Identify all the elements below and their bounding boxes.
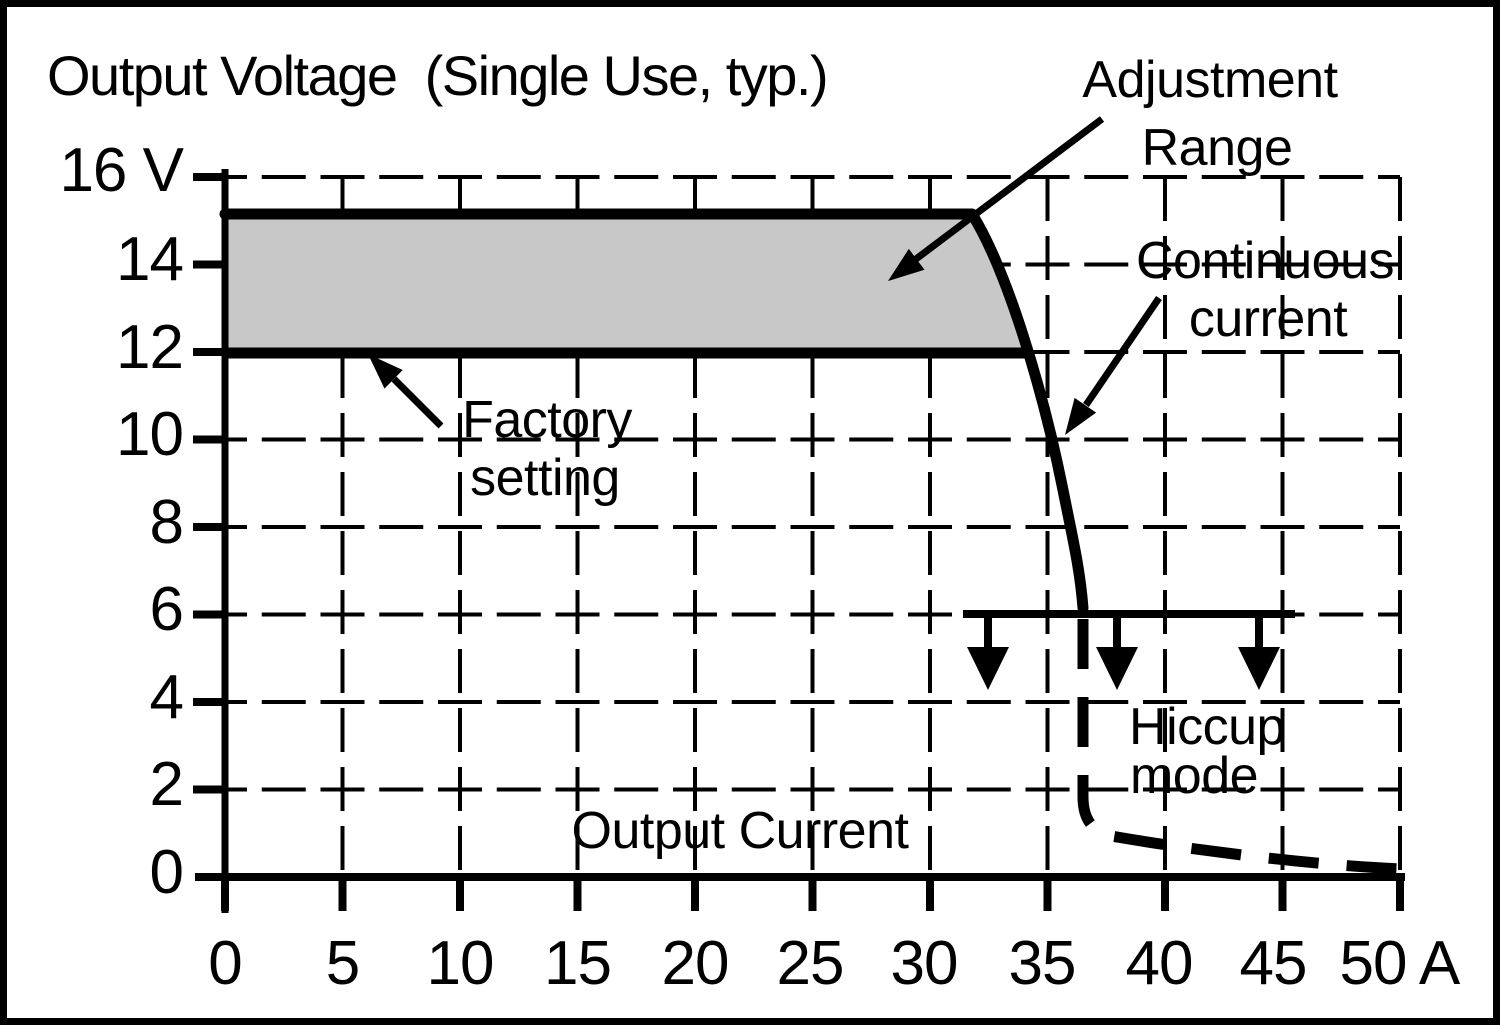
- x-tick-label: 10: [427, 929, 494, 998]
- y-axis-ticks: [193, 173, 226, 794]
- hiccup-dashed-curve: [1077, 619, 1404, 875]
- adjustment-range-arrow-head: [888, 248, 925, 281]
- hiccup-down-arrow: [1113, 614, 1121, 650]
- y-tick-label: 4: [150, 663, 183, 732]
- hiccup-down-arrow-head: [1238, 647, 1280, 690]
- annotation-factory-setting-line1: Factory: [462, 391, 632, 449]
- x-axis-unit-label: A: [1419, 929, 1461, 998]
- y-tick-label: 16 V: [59, 136, 184, 205]
- x-tick-label: 25: [777, 929, 844, 998]
- x-tick-label: 40: [1126, 929, 1193, 998]
- hiccup-down-arrow: [984, 614, 992, 650]
- adjustment-band: [225, 218, 1027, 350]
- continuous-current-arrow: [1083, 296, 1162, 407]
- hiccup-down-arrows: [967, 614, 1280, 690]
- y-axis-labels: 16 V 14 12 10 8 6 4 2 0: [59, 136, 185, 907]
- y-tick-label: 8: [150, 488, 183, 557]
- x-tick-label: 0: [208, 929, 241, 998]
- hiccup-down-arrow-head: [1096, 647, 1138, 690]
- chart-title: Output Voltage (Single Use, typ.): [47, 44, 827, 107]
- annotation-factory-setting-line2: setting: [470, 449, 620, 507]
- x-tick-label: 20: [662, 929, 729, 998]
- annotation-output-current: Output Current: [572, 802, 910, 860]
- annotation-labels: Adjustment Range Continuous current Fact…: [462, 51, 1394, 860]
- x-tick-label: 5: [326, 929, 359, 998]
- x-tick-label: 50: [1340, 929, 1407, 998]
- x-tick-label: 15: [544, 929, 611, 998]
- factory-setting-arrow-head: [368, 354, 403, 389]
- annotation-continuous-current-line2: current: [1189, 290, 1348, 348]
- annotation-adjustment-range-line1: Adjustment: [1082, 51, 1338, 109]
- y-tick-label: 14: [116, 225, 183, 294]
- x-tick-label: 45: [1240, 929, 1307, 998]
- hiccup-down-arrow-head: [967, 647, 1009, 690]
- y-tick-label: 6: [150, 575, 183, 644]
- continuous-current-arrow-head: [1065, 397, 1097, 435]
- x-axis-labels: 0 5 10 15 20 25 30 35 40 45 50 A: [208, 929, 1462, 998]
- x-tick-label: 30: [891, 929, 958, 998]
- y-tick-label: 12: [116, 313, 183, 382]
- continuous-current-curve: [219, 208, 1089, 614]
- y-tick-label: 0: [150, 838, 183, 907]
- x-tick-label: 35: [1009, 929, 1076, 998]
- y-tick-label: 10: [116, 400, 183, 469]
- factory-setting-arrow: [391, 376, 444, 429]
- annotation-hiccup-mode-line1: Hiccup: [1129, 698, 1285, 756]
- chart-canvas: Output Voltage (Single Use, typ.) 16 V 1…: [47, 44, 1462, 998]
- y-tick-label: 2: [150, 750, 183, 819]
- adjustment-range-arrow: [913, 116, 1105, 262]
- hiccup-down-arrow: [1255, 614, 1263, 650]
- annotation-arrows: [368, 116, 1162, 435]
- annotation-continuous-current-line1: Continuous: [1136, 232, 1394, 290]
- annotation-hiccup-mode-line2: mode: [1130, 747, 1258, 805]
- x-axis-ticks: [221, 875, 1404, 911]
- annotation-adjustment-range-line2: Range: [1142, 119, 1293, 177]
